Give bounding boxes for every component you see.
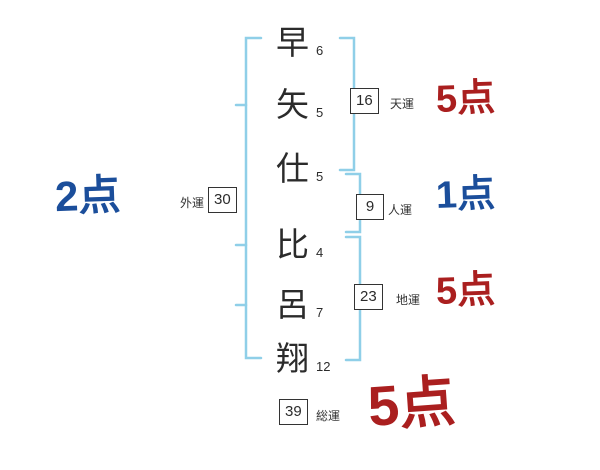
jinun-value-box: 9 [356,194,384,220]
name-char-row: 矢 5 [276,88,323,121]
soun-value-box: 39 [279,399,308,425]
name-char-row: 翔 12 [276,342,330,375]
kanji-char: 早 [276,24,309,61]
stroke-count: 6 [316,43,324,58]
kanji-char: 矢 [276,86,309,123]
chiun-value: 23 [360,288,377,305]
gaiun-value: 30 [214,191,231,208]
stroke-count: 12 [316,359,331,374]
soun-value: 39 [285,403,302,420]
gaiun-bracket [244,36,263,360]
kanji-char: 比 [276,226,309,263]
tenun-label: 天運 [390,97,415,111]
soun-score: 5点 [365,369,458,438]
chiun-score: 5点 [435,268,496,314]
jinun-score: 1点 [435,172,496,218]
chiun-value-box: 23 [354,284,383,310]
gaiun-value-box: 30 [208,187,237,213]
tenun-score: 5点 [435,76,496,122]
jinun-label: 人運 [388,203,413,217]
chiun-label: 地運 [396,293,421,307]
stroke-count: 4 [316,245,324,260]
stroke-count: 5 [316,169,324,184]
name-char-row: 早 6 [276,26,323,59]
jinun-value: 9 [365,198,375,215]
tenun-value: 16 [356,92,373,109]
tenun-value-box: 16 [350,88,379,114]
stroke-count: 5 [316,105,324,120]
name-char-row: 比 4 [276,228,323,261]
kanji-char: 翔 [276,340,309,377]
kanji-char: 仕 [276,150,309,187]
soun-label: 総運 [316,409,341,423]
gaiun-score: 2点 [54,170,122,221]
name-char-row: 呂 7 [276,288,323,321]
gaiun-label: 外運 [180,196,205,210]
stroke-count: 7 [316,305,324,320]
name-char-row: 仕 5 [276,152,323,185]
kanji-char: 呂 [276,286,309,323]
